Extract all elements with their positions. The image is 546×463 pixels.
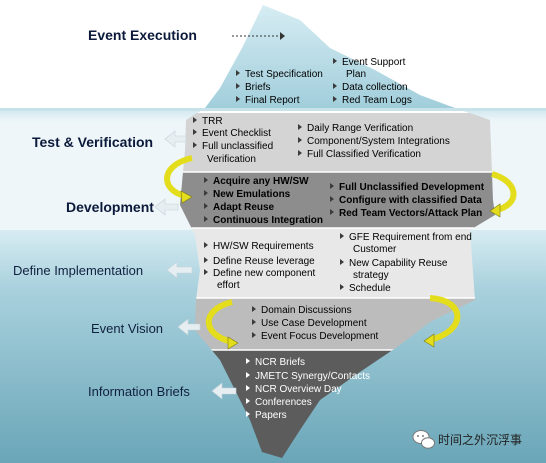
info-item-conferences: Conferences bbox=[246, 397, 312, 408]
pointer-arrows bbox=[154, 130, 237, 400]
test-item-event-checklist: Event Checklist bbox=[193, 128, 271, 139]
stage-label-development: Development bbox=[66, 199, 154, 215]
define-item-strategy: strategy bbox=[353, 270, 389, 281]
wechat-logo-icon bbox=[412, 430, 435, 449]
dev-item-full-unclassified-dev: Full Unclassified Development bbox=[330, 182, 484, 193]
arrow-dev bbox=[154, 198, 179, 216]
test-item-component-integrations: Component/System Integrations bbox=[298, 136, 450, 147]
waterline bbox=[0, 108, 546, 111]
dev-item-continuous-integration: Continuous Integration bbox=[204, 215, 323, 226]
vision-item-event-focus: Event Focus Development bbox=[252, 331, 378, 342]
exec-item-briefs: Briefs bbox=[236, 82, 271, 93]
define-item-reuse-leverage: Define Reuse leverage bbox=[204, 256, 315, 267]
dev-item-adapt-reuse: Adapt Reuse bbox=[204, 202, 274, 213]
test-item-daily-range: Daily Range Verification bbox=[298, 123, 413, 134]
cycle-arrow-right-top bbox=[491, 171, 517, 213]
define-item-gfe: GFE Requirement from end bbox=[340, 232, 472, 243]
define-item-customer: Customer bbox=[353, 244, 397, 255]
test-item-full-classified: Full Classified Verification bbox=[298, 149, 421, 160]
define-item-schedule: Schedule bbox=[340, 283, 391, 294]
dev-item-acquire: Acquire any HW/SW bbox=[204, 176, 309, 187]
test-item-trr: TRR bbox=[193, 116, 223, 127]
define-item-capability-reuse: New Capability Reuse bbox=[340, 258, 447, 269]
info-item-ncr-briefs: NCR Briefs bbox=[246, 357, 305, 368]
arrow-define bbox=[166, 261, 193, 279]
exec-item-event-support: Event Support bbox=[333, 57, 405, 68]
test-item-full-unclassified: Full unclassified bbox=[193, 141, 273, 152]
define-section bbox=[180, 228, 495, 300]
stage-label-test-verification: Test & Verification bbox=[32, 134, 154, 150]
test-section bbox=[180, 112, 495, 172]
define-item-effort: effort bbox=[217, 280, 240, 291]
dev-item-red-team-vectors: Red Team Vectors/Attack Plan bbox=[330, 208, 482, 219]
stage-label-event-vision: Event Vision bbox=[91, 321, 164, 336]
arrow-info bbox=[211, 382, 237, 400]
watermark-text: 时间之外沉浮事 bbox=[438, 433, 523, 447]
exec-item-plan: Plan bbox=[346, 69, 367, 80]
info-item-papers: Papers bbox=[246, 410, 287, 421]
info-item-jmetc: JMETC Synergy/Contacts bbox=[246, 371, 370, 382]
info-item-ncr-overview: NCR Overview Day bbox=[246, 384, 342, 395]
stage-label-define-implementation: Define Implementation bbox=[13, 263, 144, 278]
test-item-verification: Verification bbox=[207, 154, 256, 165]
stage-label-event-execution: Event Execution bbox=[88, 27, 197, 43]
development-section bbox=[180, 172, 495, 228]
cycle-arrow-left-bottom bbox=[205, 299, 233, 345]
arrow-test bbox=[164, 130, 187, 148]
cycle-arrows bbox=[164, 155, 517, 350]
exec-item-final-report: Final Report bbox=[236, 95, 299, 106]
arrow-vision bbox=[177, 318, 201, 336]
define-item-hw-sw: HW/SW Requirements bbox=[204, 241, 314, 252]
stage-label-information-briefs: Information Briefs bbox=[88, 384, 190, 399]
exec-item-test-specification: Test Specification bbox=[236, 69, 323, 80]
cycle-arrow-right-bottom bbox=[429, 295, 461, 343]
dev-item-configure-classified: Configure with classified Data bbox=[330, 195, 482, 206]
vision-item-use-case: Use Case Development bbox=[252, 318, 367, 329]
define-item-new-component: Define new component bbox=[204, 268, 315, 279]
exec-item-red-team-logs: Red Team Logs bbox=[333, 95, 412, 106]
vision-item-domain-discussions: Domain Discussions bbox=[252, 305, 352, 316]
leader-arrowhead bbox=[280, 32, 285, 40]
dev-item-new-emulations: New Emulations bbox=[204, 189, 290, 200]
exec-item-data-collection: Data collection bbox=[333, 82, 408, 93]
cycle-arrow-left-top bbox=[164, 155, 193, 199]
